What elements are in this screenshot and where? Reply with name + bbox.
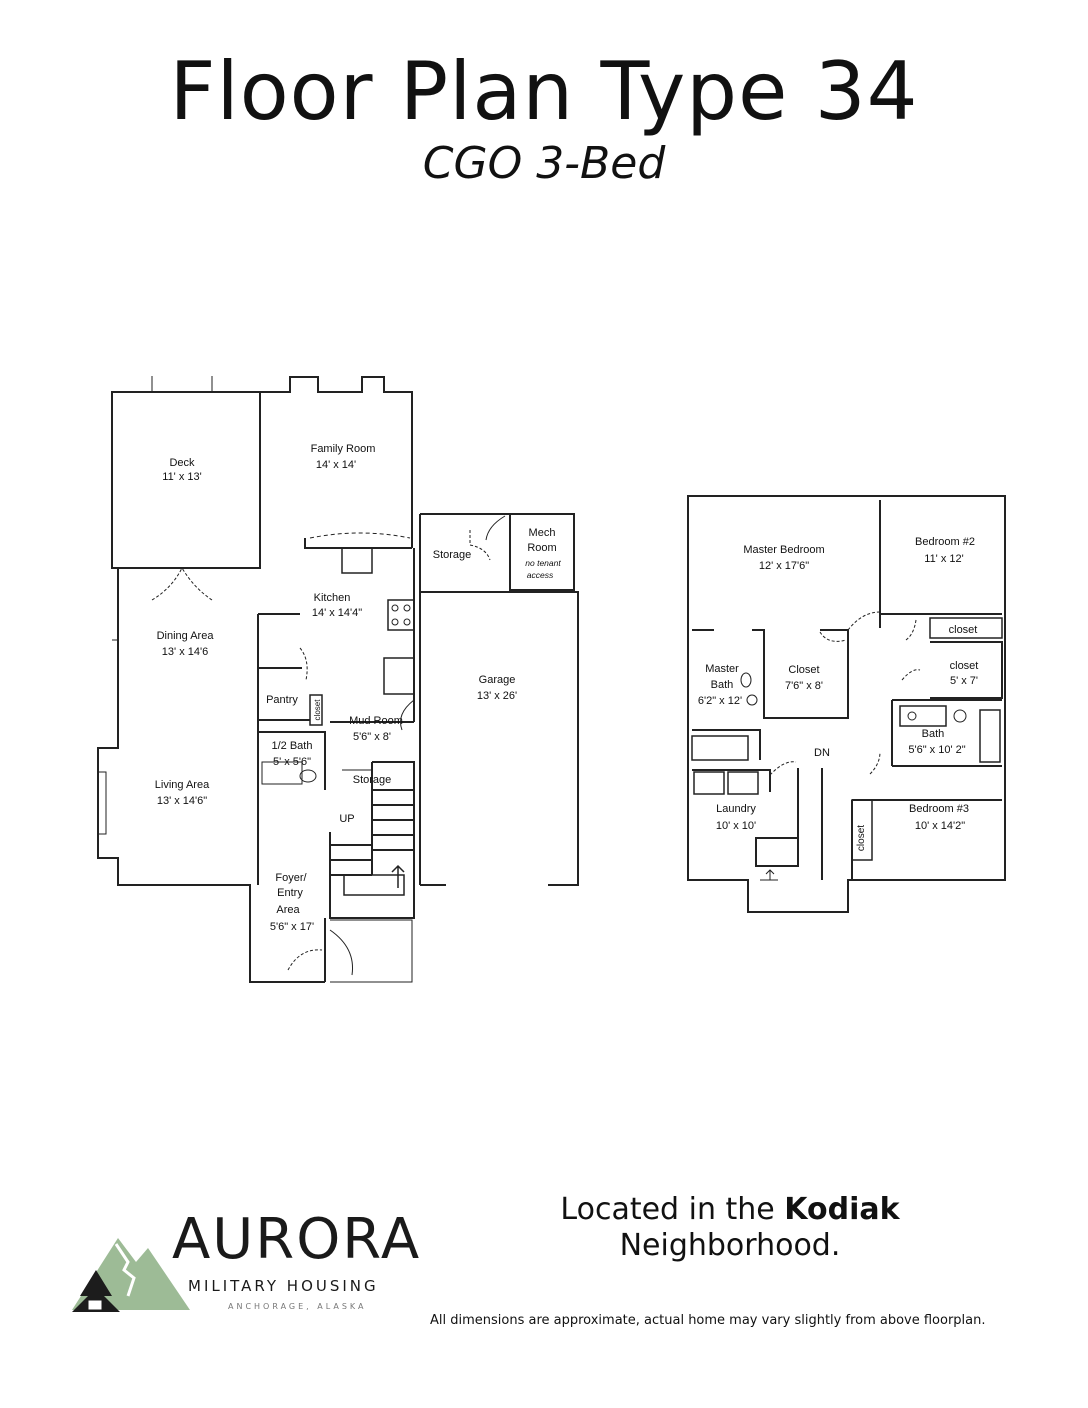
deck-size: 11' x 13' — [162, 471, 201, 483]
logo-wordmark: AURORA — [172, 1207, 422, 1272]
hall-closet-label: closet — [950, 660, 979, 672]
walk-in-closet-size: 7'6" x 8' — [785, 680, 823, 692]
family-room-outline — [260, 376, 413, 548]
second-floor-plan — [687, 495, 1006, 913]
bath-label: Bath — [922, 728, 945, 740]
hall-closet-size: 5' x 7' — [950, 675, 978, 687]
master-bath-label-2: Bath — [711, 679, 734, 691]
dining-size: 13' x 14'6 — [162, 646, 208, 658]
garage-label: Garage — [479, 674, 516, 686]
walk-in-closet-label: Closet — [788, 664, 819, 676]
foyer-size: 5'6" x 17' — [270, 921, 314, 933]
family-room-size: 14' x 14' — [316, 459, 356, 471]
bedroom2-size: 11' x 12' — [924, 553, 963, 565]
half-bath-label: 1/2 Bath — [272, 740, 313, 752]
location-note: Located in the Kodiak Neighborhood. — [470, 1192, 990, 1264]
bedroom3-closet-label: closet — [856, 825, 867, 851]
location-neighborhood: Kodiak — [784, 1192, 900, 1227]
second-floor-outline — [687, 495, 1006, 913]
mud-room-size: 5'6" x 8' — [353, 731, 391, 743]
stair-storage-label: Storage — [353, 774, 392, 786]
mech-room-label: Mech — [529, 527, 556, 539]
aurora-logo-mark — [72, 1238, 190, 1312]
living-label: Living Area — [155, 779, 210, 791]
family-room-label: Family Room — [311, 443, 376, 455]
laundry-label: Laundry — [716, 803, 756, 815]
mech-room-note-2: access — [527, 570, 554, 580]
foyer-label: Foyer/ — [275, 872, 307, 884]
half-bath-size: 5' x 5'6" — [273, 756, 311, 768]
mech-room-note: no tenant — [525, 558, 561, 568]
bedroom2-label: Bedroom #2 — [915, 536, 975, 548]
location-suffix: Neighborhood. — [619, 1228, 841, 1263]
up-label: UP — [339, 813, 354, 825]
bedroom2-closet-label: closet — [949, 624, 978, 636]
page-subtitle: CGO 3-Bed — [422, 138, 666, 189]
bath-size: 5'6" x 10' 2" — [908, 744, 965, 756]
garage-size: 13' x 26' — [477, 690, 517, 702]
mud-room-label: Mud Room — [349, 715, 403, 727]
logo-subtitle: MILITARY HOUSING — [188, 1277, 379, 1295]
master-bedroom-size: 12' x 17'6" — [759, 560, 809, 572]
location-prefix: Located in the — [560, 1192, 775, 1227]
tree-icon — [72, 1270, 120, 1312]
foyer-label-3: Area — [276, 904, 300, 916]
bedroom3-size: 10' x 14'2" — [915, 820, 965, 832]
mech-room-label-2: Room — [527, 542, 556, 554]
kitchen-label: Kitchen — [314, 592, 351, 604]
living-size: 13' x 14'6" — [157, 795, 207, 807]
dn-label: DN — [814, 747, 830, 759]
foyer-label-2: Entry — [277, 887, 303, 899]
closet-label: closet — [313, 699, 322, 721]
dining-label: Dining Area — [157, 630, 215, 642]
logo-location: ANCHORAGE, ALASKA — [228, 1302, 367, 1311]
disclaimer: All dimensions are approximate, actual h… — [430, 1313, 986, 1328]
bedroom3-label: Bedroom #3 — [909, 803, 969, 815]
house-west-wall — [97, 567, 325, 983]
storage-label: Storage — [433, 549, 472, 561]
deck-label: Deck — [169, 457, 195, 469]
laundry-size: 10' x 10' — [716, 820, 756, 832]
master-bath-label: Master — [705, 663, 739, 675]
first-floor-plan — [97, 376, 579, 983]
master-bedroom-label: Master Bedroom — [743, 544, 824, 556]
kitchen-size: 14' x 14'4" — [312, 607, 362, 619]
page-title: Floor Plan Type 34 — [169, 45, 919, 138]
master-bath-size: 6'2" x 12' — [698, 695, 742, 707]
pantry-label: Pantry — [266, 694, 298, 706]
